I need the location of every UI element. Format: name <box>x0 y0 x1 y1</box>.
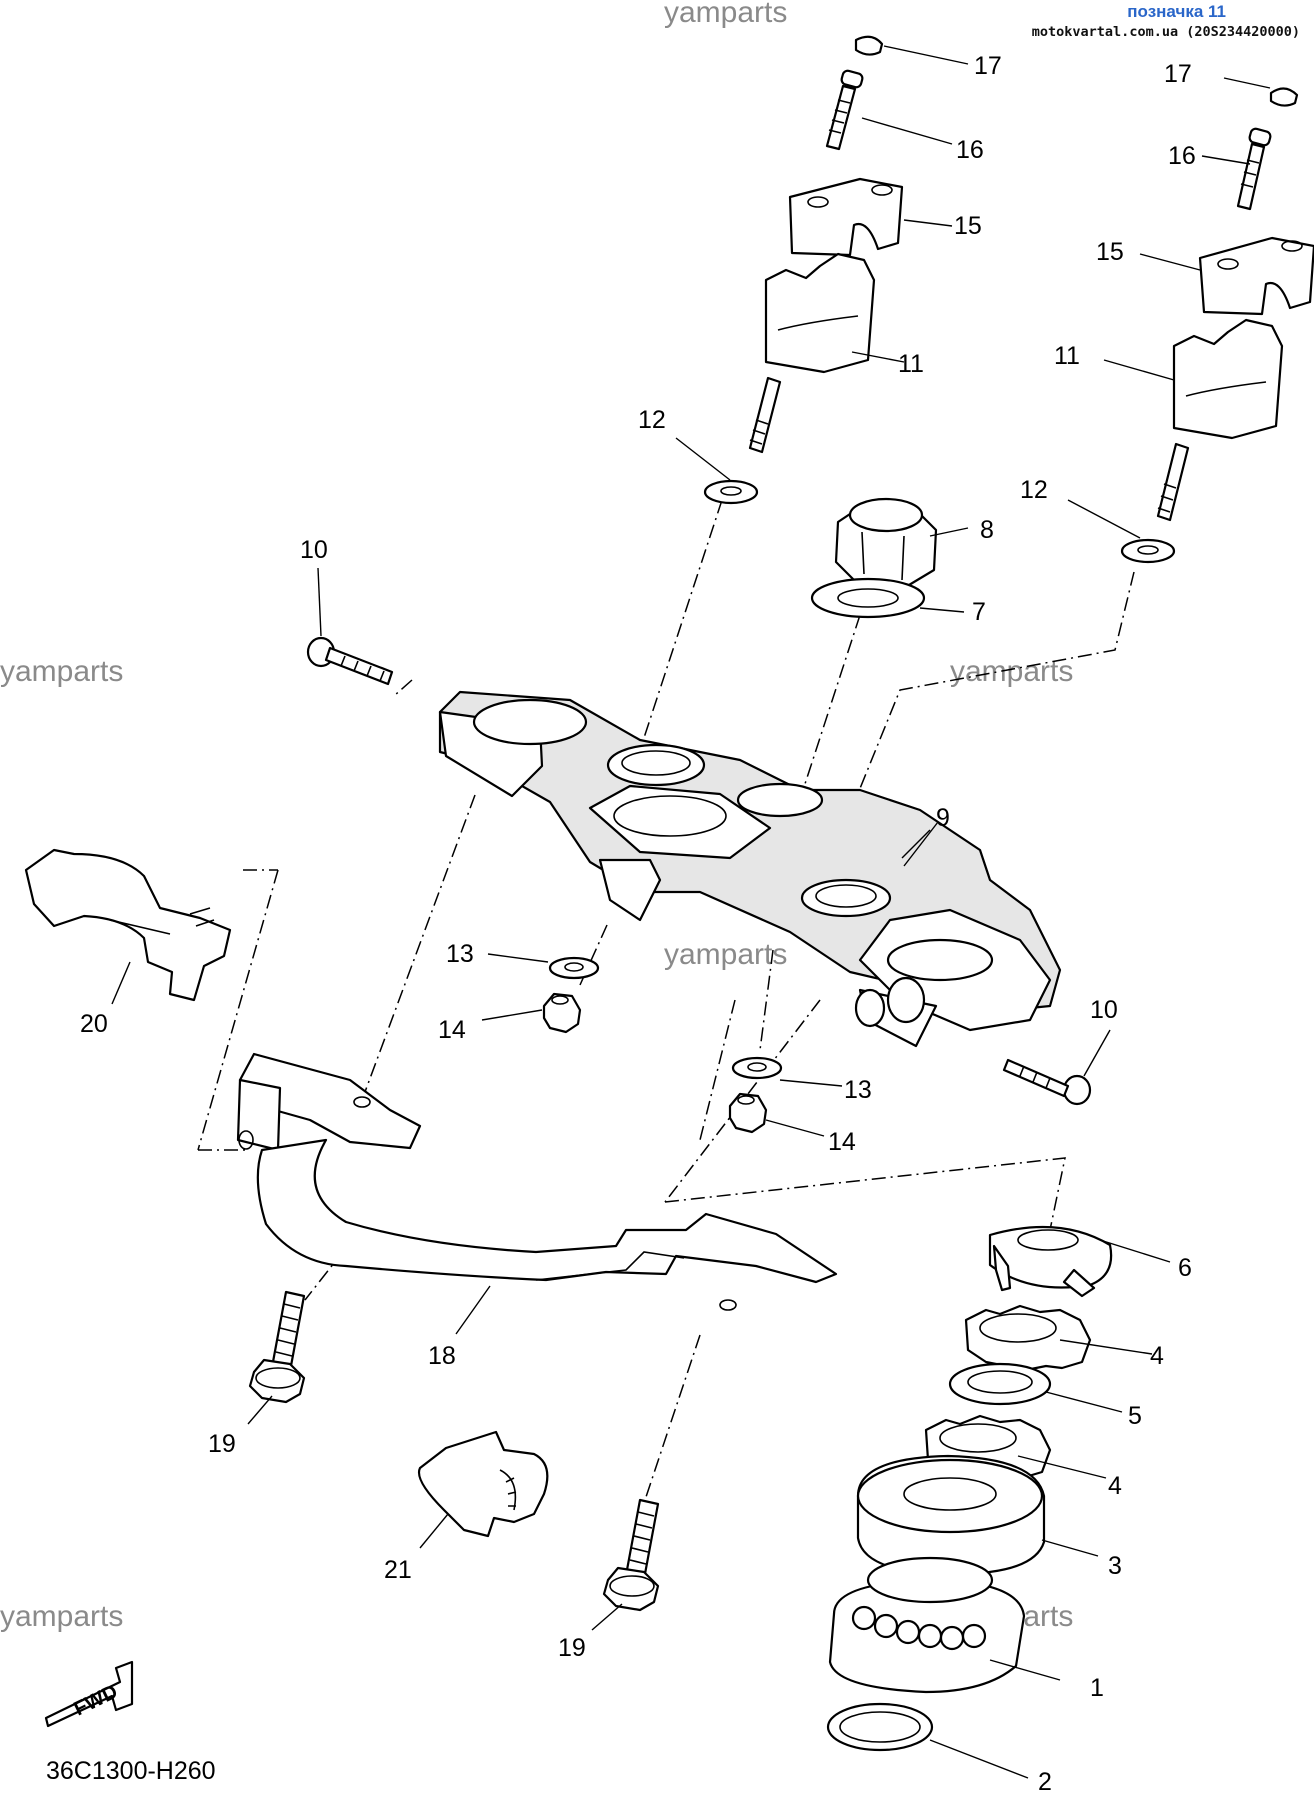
callout-13-upper: 13 <box>446 940 474 968</box>
bearing-cover-3 <box>856 1454 1046 1576</box>
pinch-bolt-10-right <box>1002 1058 1092 1106</box>
callout-6: 6 <box>1178 1254 1192 1282</box>
fwd-label: FWD <box>71 1681 122 1721</box>
watermark: yamparts <box>0 1600 124 1633</box>
callout-19-left: 19 <box>208 1430 236 1458</box>
source-label: motokvartal.com.ua (20S234420000) <box>1031 24 1300 40</box>
callout-16-left: 16 <box>956 136 984 164</box>
callout-11-left: 11 <box>898 350 924 378</box>
holder-upper-15-right <box>1198 236 1314 316</box>
bearing-1 <box>828 1556 1026 1694</box>
callout-4-lower: 4 <box>1108 1472 1122 1500</box>
dust-seal-2 <box>826 1702 934 1752</box>
diagram-code: 36C1300-H260 <box>46 1757 216 1785</box>
watermark: yamparts <box>664 938 788 971</box>
leader-lines <box>111 45 1271 1779</box>
holder-upper-15-left <box>788 177 904 257</box>
callout-12-right: 12 <box>1020 476 1048 504</box>
callout-13-lower: 13 <box>844 1076 872 1104</box>
callout-7: 7 <box>972 598 986 626</box>
holder-lower-11-right <box>1156 318 1284 522</box>
callout-18: 18 <box>428 1342 456 1370</box>
callout-14-upper: 14 <box>438 1016 466 1044</box>
callout-4-upper: 4 <box>1150 1342 1164 1370</box>
callout-16-right: 16 <box>1168 142 1196 170</box>
designation-label: позначка 11 <box>1127 2 1226 21</box>
washer-13-lower <box>731 1056 783 1080</box>
pinch-bolt-10-left <box>306 636 394 686</box>
nut-14-lower <box>728 1092 768 1134</box>
washer-7 <box>810 577 926 619</box>
callout-14-lower: 14 <box>828 1128 856 1156</box>
upper-bracket-9 <box>438 690 1062 1048</box>
callout-20: 20 <box>80 1010 108 1038</box>
callout-3: 3 <box>1108 1552 1122 1580</box>
callout-9: 9 <box>936 804 950 832</box>
callout-17-left: 17 <box>974 52 1002 80</box>
callout-8: 8 <box>980 516 994 544</box>
callout-15-left: 15 <box>954 212 982 240</box>
cable-guide-18 <box>236 1052 838 1311</box>
watermark: yamparts <box>0 655 124 688</box>
flange-bolt-19-left <box>248 1290 306 1404</box>
assembly-lines <box>197 499 1135 1501</box>
fwd-arrow-icon: FWD <box>44 1660 134 1728</box>
washer-12-left <box>703 479 759 505</box>
ring-nut-4-upper <box>964 1304 1092 1372</box>
bolt-16-left <box>825 69 864 151</box>
washer-6 <box>988 1225 1113 1298</box>
hose-clip-21 <box>417 1430 549 1538</box>
bolt-17-left <box>854 35 884 56</box>
callout-12-left: 12 <box>638 406 666 434</box>
callout-10-right: 10 <box>1090 996 1118 1024</box>
callout-11-right: 11 <box>1054 342 1080 370</box>
callout-21: 21 <box>384 1556 412 1584</box>
callouts: 1 2 3 4 4 5 6 7 8 9 10 10 11 11 12 12 13… <box>80 52 1196 1796</box>
lock-washer-5 <box>948 1362 1052 1406</box>
bolt-17-right <box>1269 87 1299 107</box>
bearing-balls <box>851 1605 987 1651</box>
callout-2: 2 <box>1038 1768 1052 1796</box>
washer-13-upper <box>548 956 600 980</box>
bolt-16-right <box>1236 127 1272 211</box>
callout-1: 1 <box>1090 1674 1104 1702</box>
callout-19-right: 19 <box>558 1634 586 1662</box>
stem-nut-8 <box>834 497 938 590</box>
watermark: yamparts <box>950 655 1074 688</box>
nut-14-upper <box>542 992 582 1034</box>
flange-bolt-19-right <box>602 1498 660 1612</box>
holder-lower-11-left <box>748 252 876 454</box>
callout-5: 5 <box>1128 1402 1142 1430</box>
washer-12-right <box>1120 538 1176 564</box>
callout-15-right: 15 <box>1096 238 1124 266</box>
callout-17-right: 17 <box>1164 60 1192 88</box>
wire-clamp-20 <box>24 848 232 1002</box>
watermark: yamparts <box>664 0 788 29</box>
callout-10-left: 10 <box>300 536 328 564</box>
